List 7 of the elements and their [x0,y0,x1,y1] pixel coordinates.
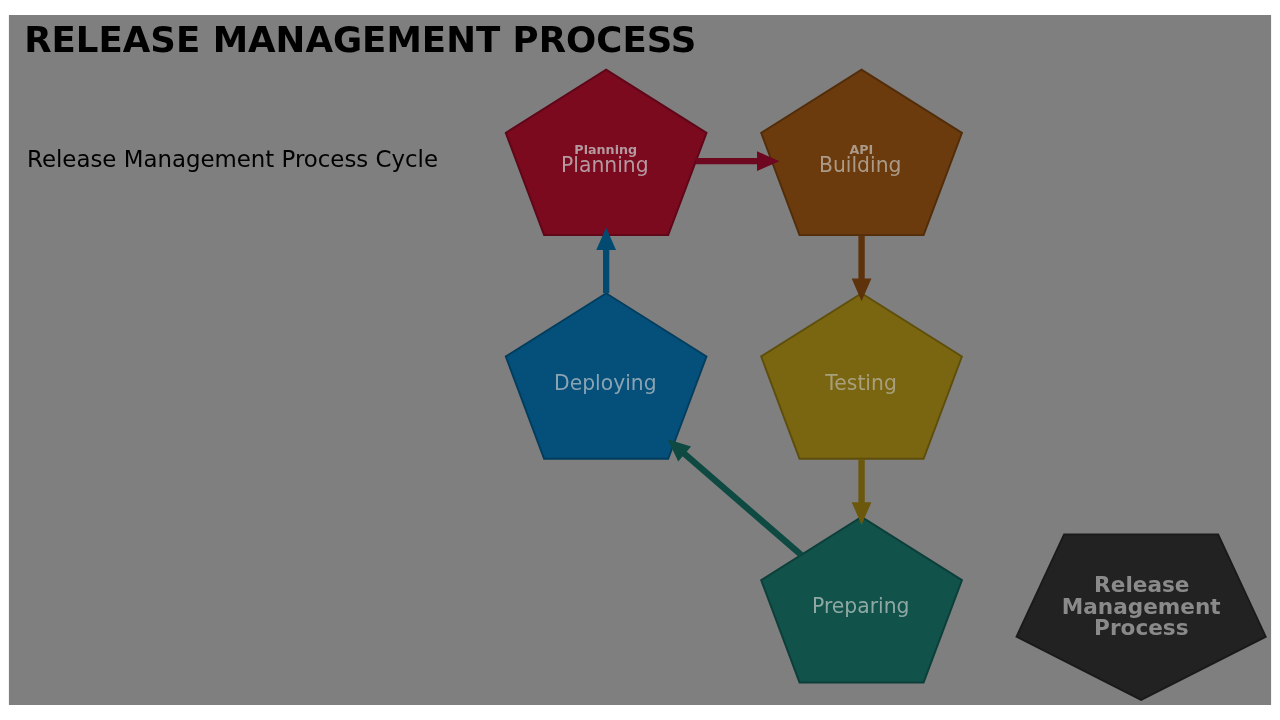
label: Release Management Process Cycle [27,145,438,172]
arrow [596,227,616,294]
arrow [851,235,872,302]
arrow [695,151,780,171]
arrow [851,459,872,525]
diagram-title: RELEASE MANAGEMENT PROCESS [24,19,697,61]
arrow [667,439,804,558]
